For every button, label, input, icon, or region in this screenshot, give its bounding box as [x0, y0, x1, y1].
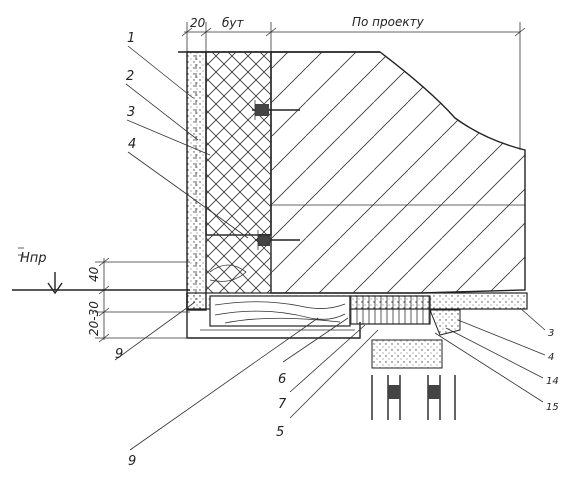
- callout-2: 2: [126, 69, 134, 84]
- callout-4-right: 4: [548, 352, 554, 363]
- dimension-but: бут: [222, 16, 245, 30]
- callout-3: 3: [127, 105, 135, 120]
- left-dimension: 40 20-30: [87, 257, 190, 343]
- callout-3-right: 3: [548, 328, 554, 339]
- gasket: [429, 309, 461, 336]
- bottom-callouts: 6 7 5 9: [128, 317, 379, 469]
- callout-7: 7: [278, 397, 287, 412]
- level-mark: Нпр: [12, 247, 190, 295]
- masonry-block: [349, 295, 431, 325]
- column-profile: [371, 339, 456, 420]
- dimension-20: 20: [190, 16, 206, 30]
- callout-1: 1: [127, 31, 135, 46]
- callout-5: 5: [276, 425, 284, 440]
- wood-beam: [209, 295, 351, 327]
- anchor-top: [252, 100, 300, 120]
- dimension-po-proektu: По проекту: [352, 15, 425, 29]
- callout-9-bottom: 9: [128, 454, 136, 469]
- level-mark-label: Нпр: [20, 251, 47, 266]
- dimension-20-30: 20-30: [87, 301, 101, 336]
- callout-15: 15: [546, 402, 559, 413]
- top-dimension: 20 бут По проекту: [181, 15, 526, 150]
- outer-plaster-layer: [186, 51, 207, 311]
- insulation-layer: [205, 51, 272, 236]
- callout-14: 14: [546, 376, 559, 387]
- right-callouts: 3 4 14 15: [434, 307, 559, 413]
- callout-4: 4: [128, 137, 136, 152]
- dimension-40: 40: [87, 266, 101, 282]
- left-callouts: 1 2 3 4 9: [114, 31, 249, 362]
- callout-9-left: 9: [115, 347, 123, 362]
- lower-fill: [205, 234, 272, 294]
- callout-6: 6: [278, 372, 286, 387]
- main-structure: [270, 51, 526, 294]
